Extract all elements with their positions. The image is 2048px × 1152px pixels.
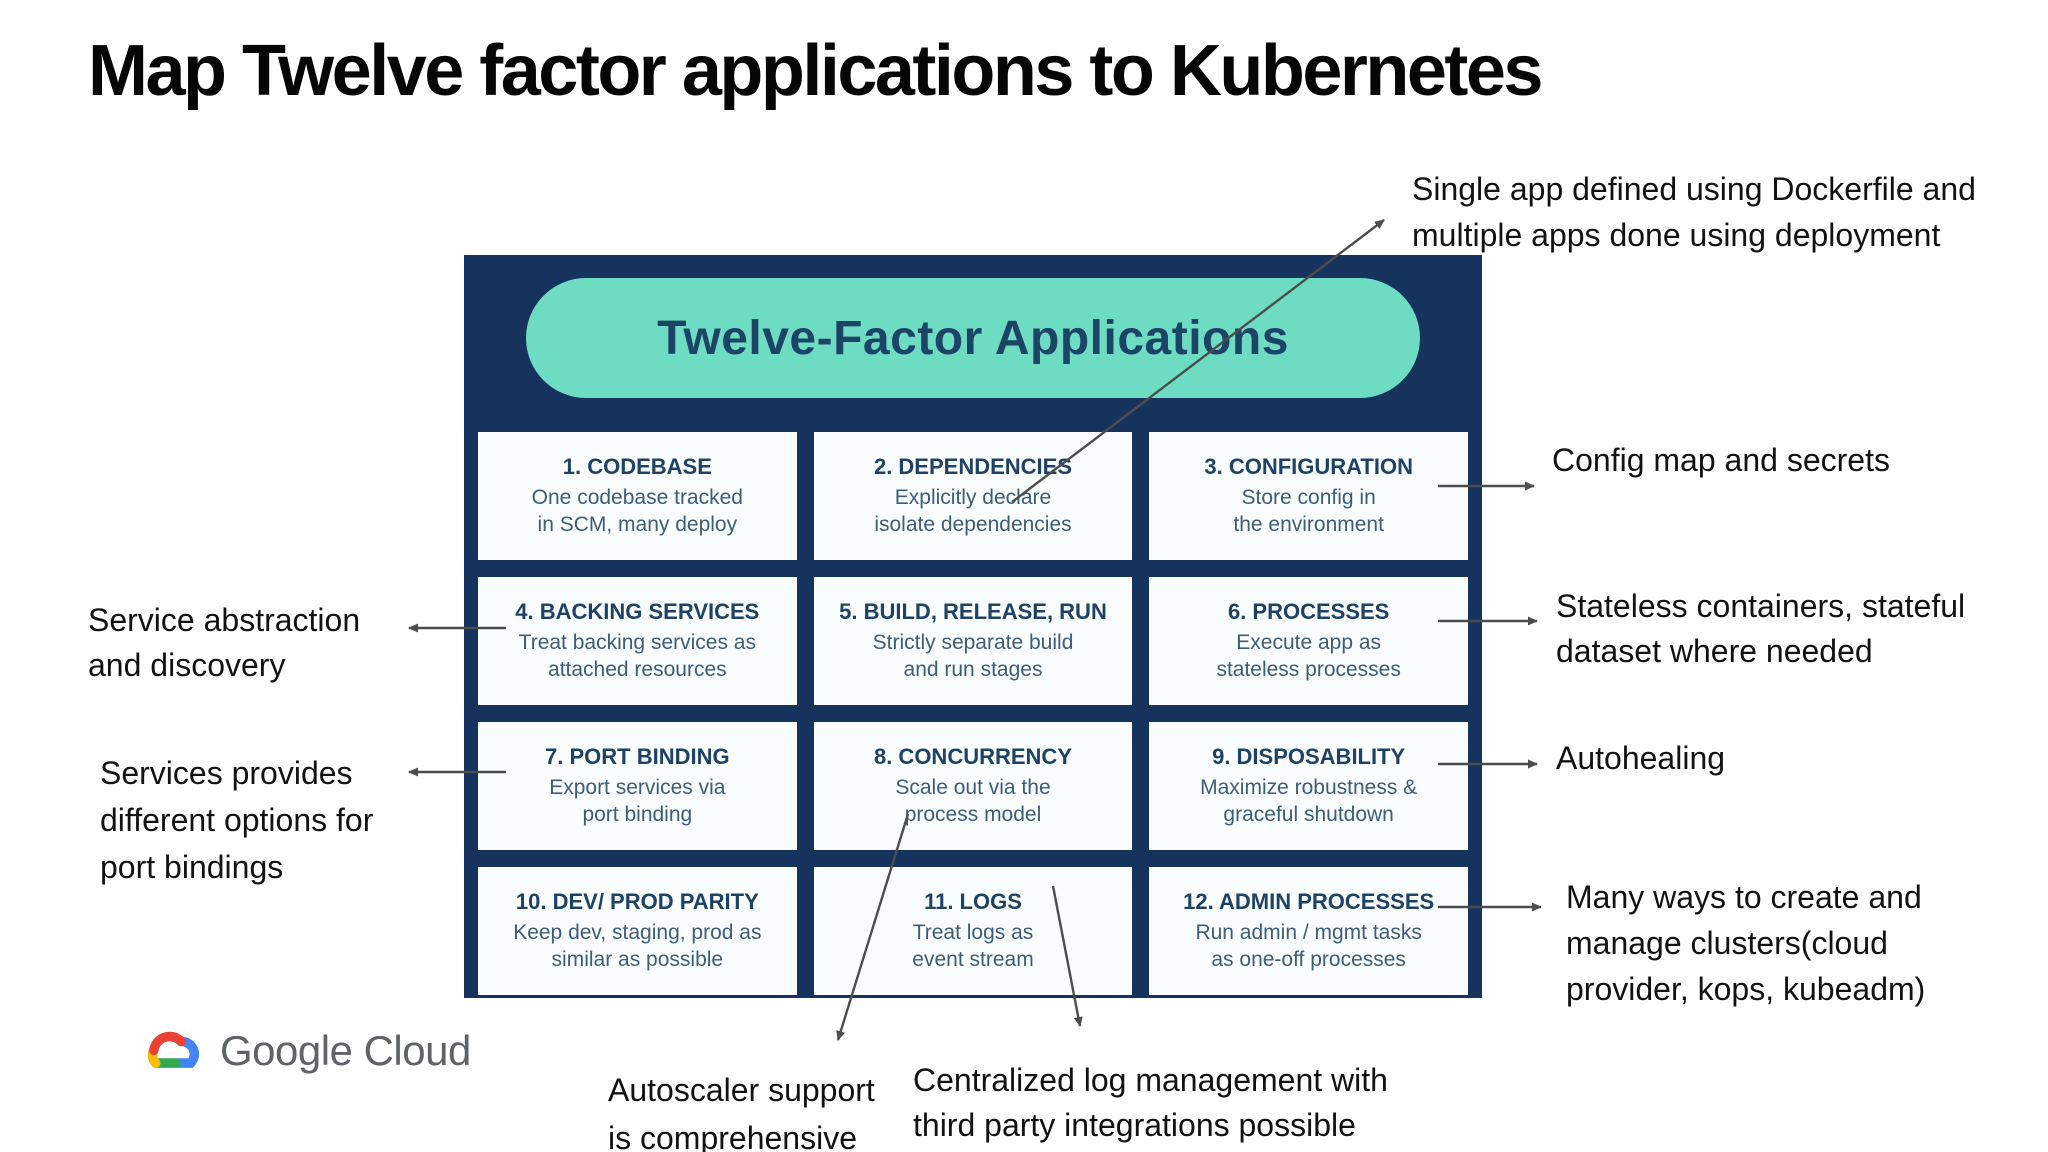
factor-cards-grid: 1. CODEBASE One codebase tracked in SCM,… [478,432,1468,995]
google-cloud-logo: Google Cloud [138,1022,471,1080]
card-text: Treat backing services as [518,630,756,654]
twelve-factor-panel: Twelve-Factor Applications 1. CODEBASE O… [464,255,1482,998]
card-text: Export services via [549,775,726,799]
card-title: 2. DEPENDENCIES [873,454,1073,480]
annotation-many-ways: Many ways to create and manage clusters(… [1566,874,1925,1012]
card-title: 12. ADMIN PROCESSES [1183,889,1435,915]
card-text: as one-off processes [1211,948,1406,972]
card-text: One codebase tracked [531,485,743,509]
card-admin-processes: 12. ADMIN PROCESSES Run admin / mgmt tas… [1149,867,1468,995]
card-text: Maximize robustness & [1200,775,1418,799]
annotation-autohealing: Autohealing [1556,736,1725,780]
annotation-line: different options for [100,802,374,838]
annotation-line: dataset where needed [1556,633,1873,669]
card-title: 4. BACKING SERVICES [515,599,760,625]
card-concurrency: 8. CONCURRENCY Scale out via the process… [813,722,1133,850]
annotation-line: Many ways to create and [1566,879,1922,915]
card-text: port binding [582,803,693,827]
annotation-line: Centralized log management with [913,1062,1388,1098]
card-text: attached resources [548,658,727,682]
card-logs: 11. LOGS Treat logs as event stream [813,867,1133,995]
annotation-line: Config map and secrets [1552,442,1890,478]
card-text: Keep dev, staging, prod as [513,920,762,944]
annotation-line: manage clusters(cloud [1566,925,1888,961]
annotation-line: Stateless containers, stateful [1556,588,1966,624]
annotation-line: is comprehensive [608,1120,857,1152]
card-configuration: 3. CONFIGURATION Store config in the env… [1149,432,1468,560]
google-cloud-icon [147,1031,200,1068]
annotation-line: Autohealing [1556,740,1726,776]
annotation-port-options: Services provides different options for … [100,750,373,891]
card-text: Strictly separate build [872,630,1074,654]
card-text: isolate dependencies [874,513,1072,537]
annotation-line: Service abstraction [88,602,361,638]
card-text: and run stages [903,658,1043,682]
annotation-line: Autoscaler support [608,1072,875,1108]
card-text: event stream [912,948,1034,972]
card-text: Explicitly declare [894,485,1052,509]
annotation-stateless: Stateless containers, stateful dataset w… [1556,584,1965,674]
card-text: Run admin / mgmt tasks [1195,920,1422,944]
card-disposability: 9. DISPOSABILITY Maximize robustness & g… [1149,722,1468,850]
card-text: Scale out via the [895,775,1051,799]
card-title: 3. CONFIGURATION [1204,454,1413,480]
annotation-config-map: Config map and secrets [1552,438,1890,482]
annotation-line: multiple apps done using deployment [1412,217,1941,253]
card-dev-prod-parity: 10. DEV/ PROD PARITY Keep dev, staging, … [478,867,797,995]
card-title: 1. CODEBASE [562,454,712,480]
card-processes: 6. PROCESSES Execute app as stateless pr… [1149,577,1468,705]
card-text: Store config in [1241,485,1376,509]
annotation-line: port bindings [100,849,284,885]
twelve-factor-banner: Twelve-Factor Applications [526,278,1420,398]
annotation-line: Services provides [100,755,353,791]
annotation-line: and discovery [88,647,286,683]
banner-label: Twelve-Factor Applications [657,311,1289,365]
card-text: the environment [1233,513,1384,537]
card-build-release-run: 5. BUILD, RELEASE, RUN Strictly separate… [813,577,1133,705]
card-backing-services: 4. BACKING SERVICES Treat backing servic… [478,577,797,705]
annotation-central-logs: Centralized log management with third pa… [913,1058,1388,1148]
card-codebase: 1. CODEBASE One codebase tracked in SCM,… [478,432,797,560]
card-text: Execute app as [1236,630,1382,654]
card-text: in SCM, many deploy [537,513,738,537]
card-text: graceful shutdown [1223,803,1394,827]
annotation-line: Single app defined using Dockerfile and [1412,171,1976,207]
annotation-autoscaler: Autoscaler support is comprehensive [608,1066,875,1152]
card-port-binding: 7. PORT BINDING Export services via port… [478,722,797,850]
card-title: 10. DEV/ PROD PARITY [515,889,759,915]
card-title: 8. CONCURRENCY [873,744,1072,770]
card-title: 9. DISPOSABILITY [1212,744,1406,770]
annotation-line: third party integrations possible [913,1107,1356,1143]
card-title: 11. LOGS [924,889,1022,915]
google-cloud-wordmark: Google Cloud [220,1027,471,1074]
card-dependencies: 2. DEPENDENCIES Explicitly declare isola… [813,432,1133,560]
card-text: Treat logs as [912,920,1034,944]
card-text: stateless processes [1216,658,1401,682]
card-title: 7. PORT BINDING [545,744,730,770]
card-title: 5. BUILD, RELEASE, RUN [839,599,1107,625]
annotation-service-abstraction: Service abstraction and discovery [88,598,360,688]
page-title: Map Twelve factor applications to Kubern… [88,31,1543,111]
card-text: process model [904,803,1042,827]
annotation-single-app: Single app defined using Dockerfile and … [1412,166,1976,258]
annotation-line: provider, kops, kubeadm) [1566,971,1926,1007]
card-title: 6. PROCESSES [1227,599,1390,625]
card-text: similar as possible [551,948,724,972]
